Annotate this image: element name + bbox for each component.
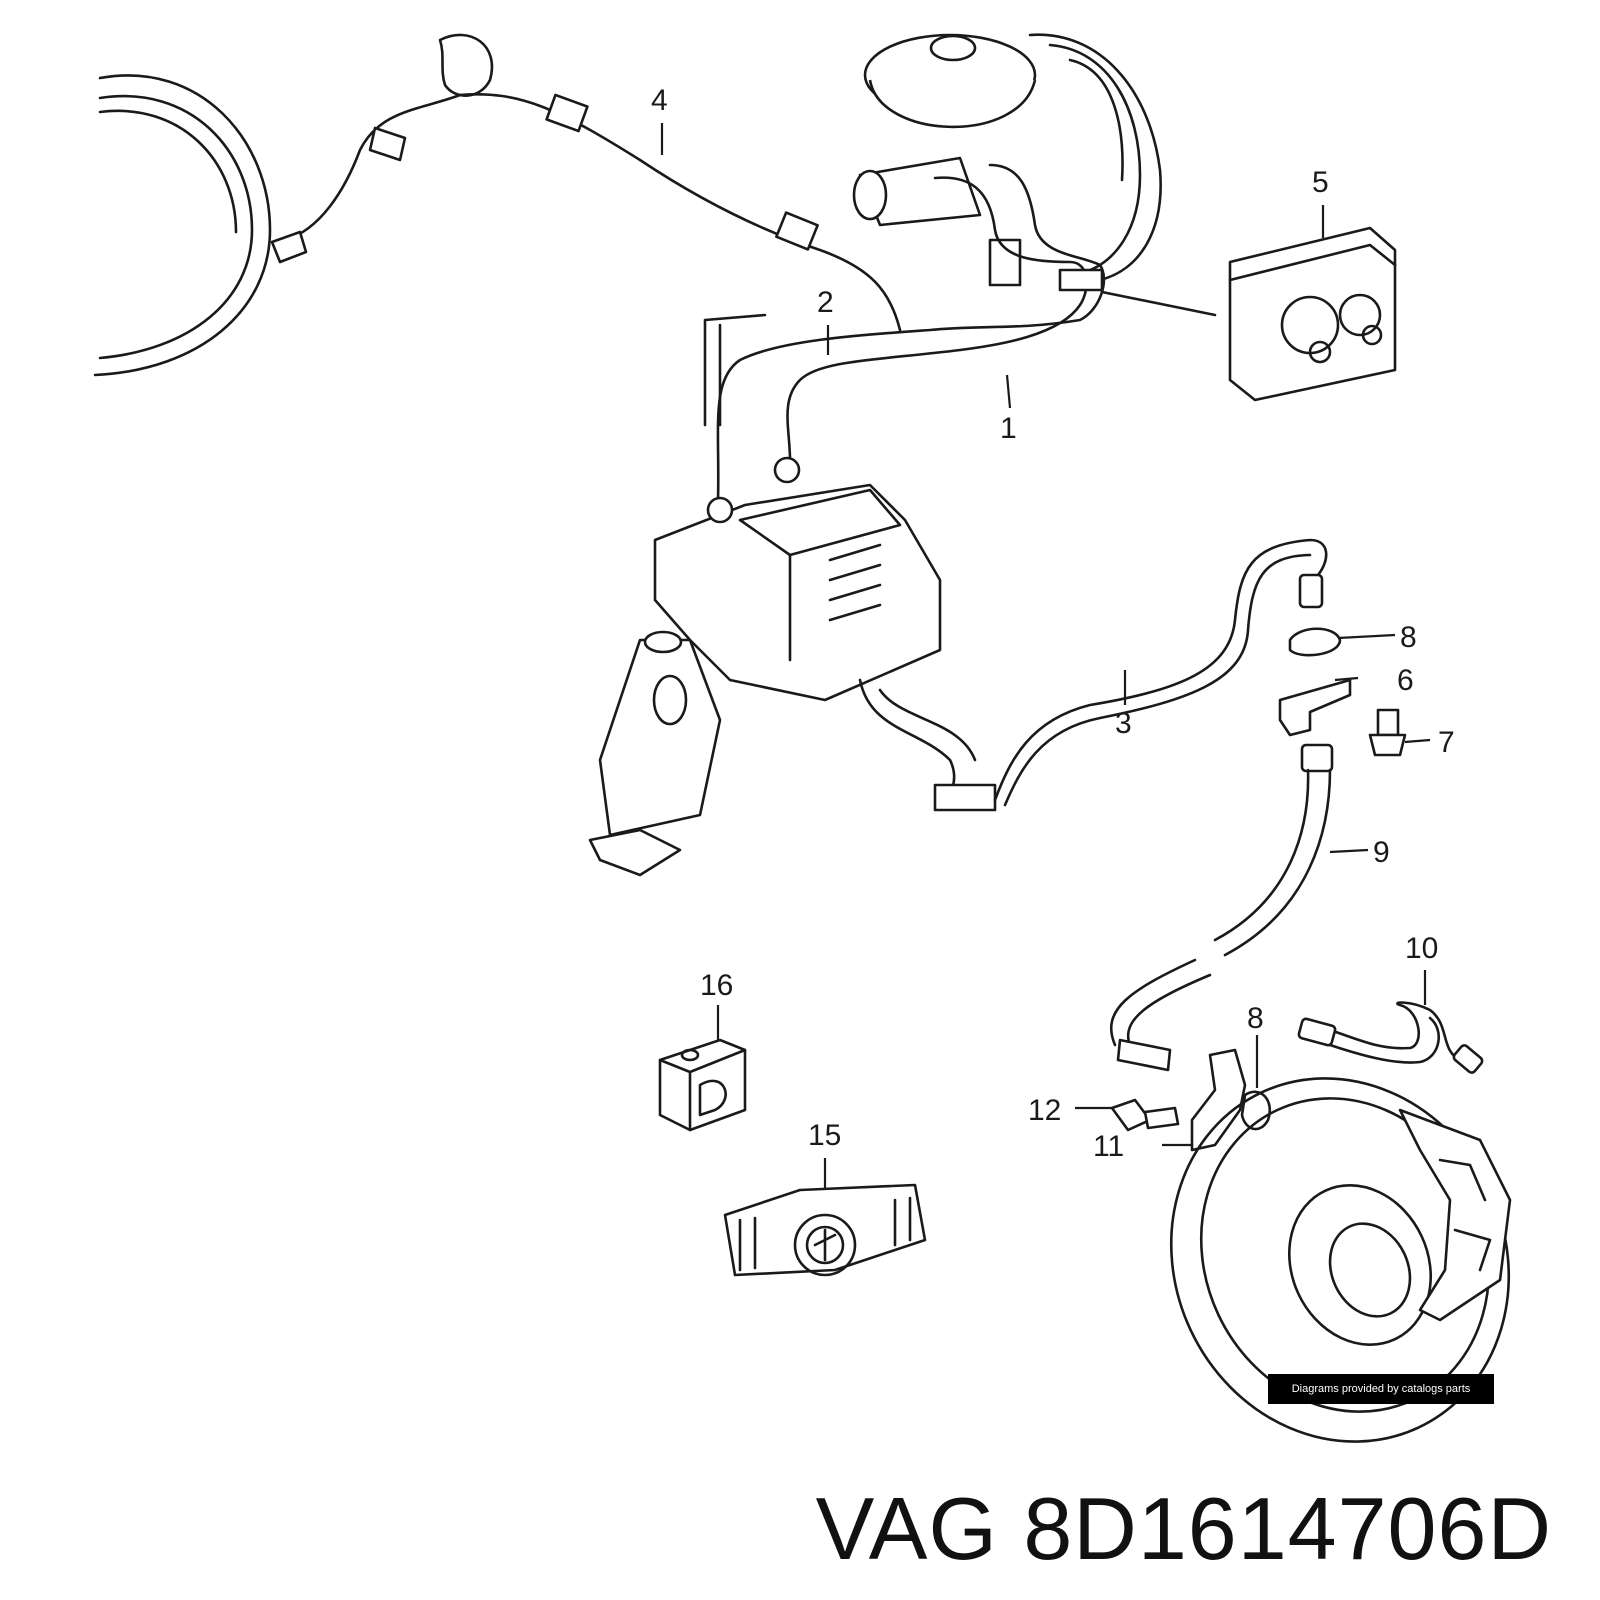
callout-11: 11 (1093, 1130, 1124, 1163)
caliper-bracket (1110, 1048, 1271, 1152)
brake-disc (1169, 1077, 1512, 1443)
abs-unit (588, 313, 997, 877)
callout-6: 6 (1397, 664, 1414, 697)
credit-banner: Diagrams provided by catalogs parts (1268, 1374, 1494, 1404)
callout-9: 9 (1373, 836, 1390, 869)
callout-10: 10 (1405, 932, 1438, 965)
brand-name: VAG (815, 1479, 998, 1578)
wheel-arc (93, 74, 272, 377)
brake-line-10 (1297, 1001, 1484, 1074)
part-number-footer: VAG 8D1614706D (816, 1478, 1552, 1580)
leader-lines (660, 123, 1431, 1190)
callout-12: 12 (1028, 1094, 1061, 1127)
callout-8a: 8 (1400, 621, 1417, 654)
part-16-grommet (658, 1038, 747, 1132)
callout-5: 5 (1312, 166, 1329, 199)
master-cylinder (852, 33, 1162, 287)
callout-4: 4 (651, 84, 668, 117)
callout-1: 1 (1000, 412, 1017, 445)
sensor-cable (270, 33, 902, 332)
callout-15: 15 (808, 1119, 841, 1152)
callout-labels: 1 2 3 4 5 6 7 8 8 9 10 11 12 15 16 (651, 84, 1455, 1163)
hose-bracket (1278, 627, 1407, 757)
credit-text: Diagrams provided by catalogs parts (1291, 1383, 1471, 1395)
callout-8b: 8 (1247, 1002, 1264, 1035)
part-15-holder (723, 1183, 927, 1277)
callout-16: 16 (700, 969, 733, 1002)
brake-hose (1109, 743, 1334, 1072)
part-number: 8D1614706D (1023, 1479, 1552, 1578)
brake-line-3 (993, 538, 1328, 807)
callout-3: 3 (1115, 707, 1132, 740)
callout-7: 7 (1438, 726, 1455, 759)
bracket-5 (1228, 226, 1397, 402)
callout-2: 2 (817, 286, 834, 319)
brake-lines (716, 163, 1217, 502)
